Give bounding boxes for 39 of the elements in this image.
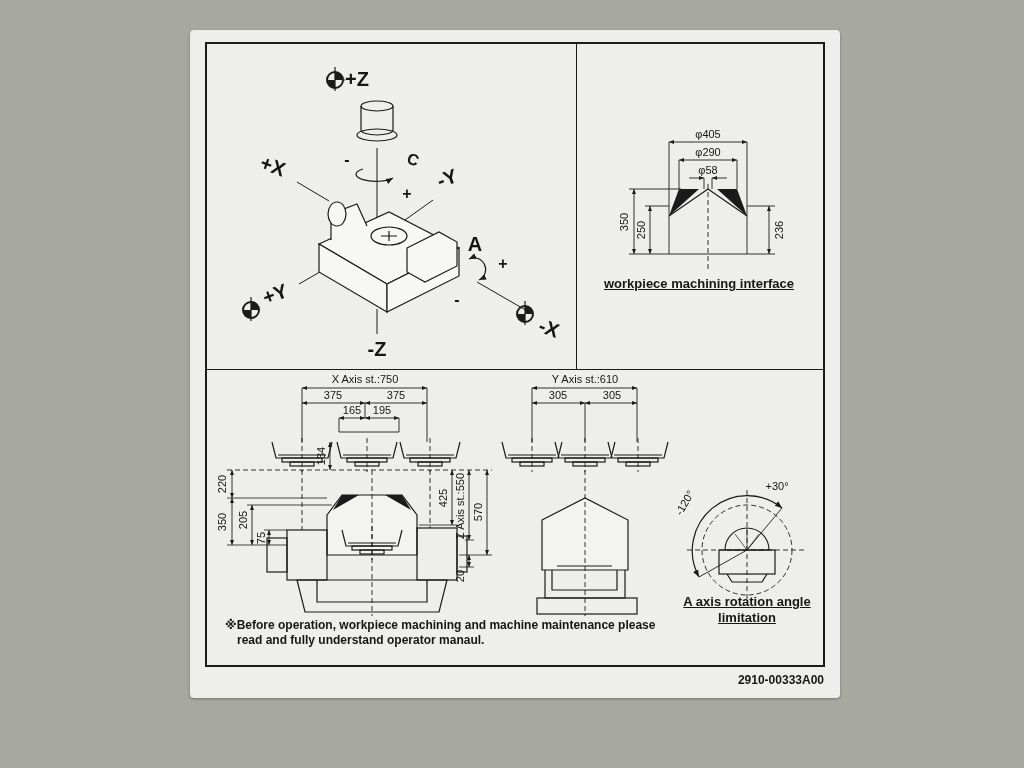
axis-label: A	[467, 234, 483, 254]
panel-caption: workpiece machining interface	[603, 276, 795, 293]
dimension-label: Y Axis st.:610	[551, 373, 619, 385]
dimension-label: 20	[454, 569, 466, 583]
axis-label: +Y	[259, 280, 291, 308]
axis-label: -Z	[367, 339, 387, 359]
dimension-label: 220	[216, 474, 228, 494]
part-number: 2910-00333A00	[737, 673, 824, 687]
dimension-label: 375	[386, 389, 406, 401]
axis-label: +	[498, 256, 508, 272]
dimension-label: 205	[237, 510, 249, 530]
axis-label: -Y	[434, 165, 460, 191]
axis-label: C	[404, 150, 422, 170]
dimension-label: 350	[618, 212, 630, 232]
dimension-label: Z Axis st.:550	[454, 473, 466, 539]
dimension-label: 134	[315, 446, 327, 466]
dimension-label: 305	[602, 389, 622, 401]
dimension-label: 570	[472, 502, 484, 522]
dimension-label: X Axis st.:750	[331, 373, 399, 385]
dimension-label: 195	[372, 404, 392, 416]
dimension-label: φ290	[695, 146, 721, 158]
axis-label: -	[344, 152, 350, 168]
axis-label: -X	[536, 315, 562, 341]
dimension-label: φ58	[698, 164, 718, 176]
dimension-label: 236	[773, 220, 785, 240]
axis-label: -	[454, 292, 460, 308]
dimension-label: 425	[437, 488, 449, 508]
dimension-label: 305	[548, 389, 568, 401]
dimension-label: 350	[216, 512, 228, 532]
dimension-label: 165	[342, 404, 362, 416]
dimension-label: 250	[635, 220, 647, 240]
dimension-label: +30°	[765, 480, 789, 492]
note-text: ※Before operation, workpiece machining and machine maintenance please read and fully understand operator manaul.	[225, 618, 657, 648]
panel-caption: A axis rotation angle limitation	[682, 594, 812, 627]
dimension-label: 375	[323, 389, 343, 401]
axis-label: +Z	[345, 69, 369, 89]
dimension-label: 75	[255, 531, 267, 545]
axis-label: +	[402, 186, 412, 202]
axis-label: +X	[257, 152, 289, 180]
